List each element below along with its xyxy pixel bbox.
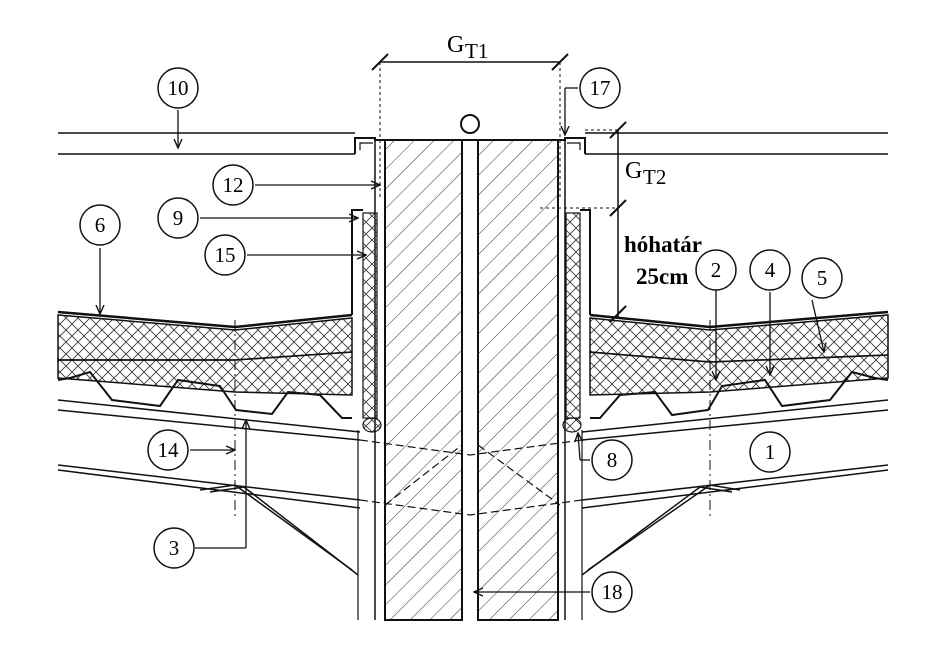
chimney-insulation	[351, 209, 591, 433]
callout-9-label: 9	[173, 206, 184, 230]
callout-15: 15	[204, 234, 246, 276]
callout-8: 8	[591, 439, 633, 481]
callout-3-label: 3	[169, 536, 180, 560]
callout-15-label: 15	[215, 243, 236, 267]
callout-2: 2	[695, 249, 737, 291]
callout-6-label: 6	[95, 213, 106, 237]
callout-10: 10	[157, 67, 199, 109]
right-roof-layers	[581, 310, 889, 576]
chimney-cap	[354, 114, 586, 154]
top-cover-lines	[58, 132, 888, 155]
snow-line-height: 25cm	[636, 264, 688, 289]
callout-1: 1	[749, 431, 791, 473]
callout-14: 14	[147, 429, 189, 471]
callout-12: 12	[212, 164, 254, 206]
callout-14-label: 14	[158, 438, 180, 462]
callout-17-label: 17	[590, 76, 611, 100]
callout-18-label: 18	[602, 580, 623, 604]
callout-5-label: 5	[817, 266, 828, 290]
callout-3: 3	[153, 527, 195, 569]
snow-line-label: hóhatár	[624, 232, 702, 257]
snow-line-note: hóhatár 25cm	[624, 232, 702, 289]
gt2-label: G	[625, 158, 642, 184]
callout-4: 4	[749, 249, 791, 291]
callout-4-label: 4	[765, 258, 776, 282]
callout-8-label: 8	[607, 448, 618, 472]
callout-18: 18	[591, 571, 633, 613]
callout-12-label: 12	[223, 173, 244, 197]
callout-5: 5	[801, 257, 843, 299]
leader-lines	[100, 87, 824, 592]
dashed-bracing	[359, 439, 583, 516]
callout-2-label: 2	[711, 258, 722, 282]
callout-17: 17	[579, 67, 621, 109]
callout-10-label: 10	[168, 76, 189, 100]
chimney-body	[357, 139, 583, 621]
dimension-gt2: G T2	[540, 121, 666, 323]
gt2-subscript: T2	[643, 165, 666, 189]
callout-1-label: 1	[765, 440, 776, 464]
callouts: 10 17 12 9 6 15 2 4	[79, 67, 843, 613]
gt1-subscript: T1	[465, 39, 488, 63]
gt1-label: G	[447, 32, 464, 58]
callout-9: 9	[157, 197, 199, 239]
left-roof-layers	[57, 310, 361, 576]
dimension-gt1: G T1	[371, 32, 569, 200]
callout-6: 6	[79, 204, 121, 246]
